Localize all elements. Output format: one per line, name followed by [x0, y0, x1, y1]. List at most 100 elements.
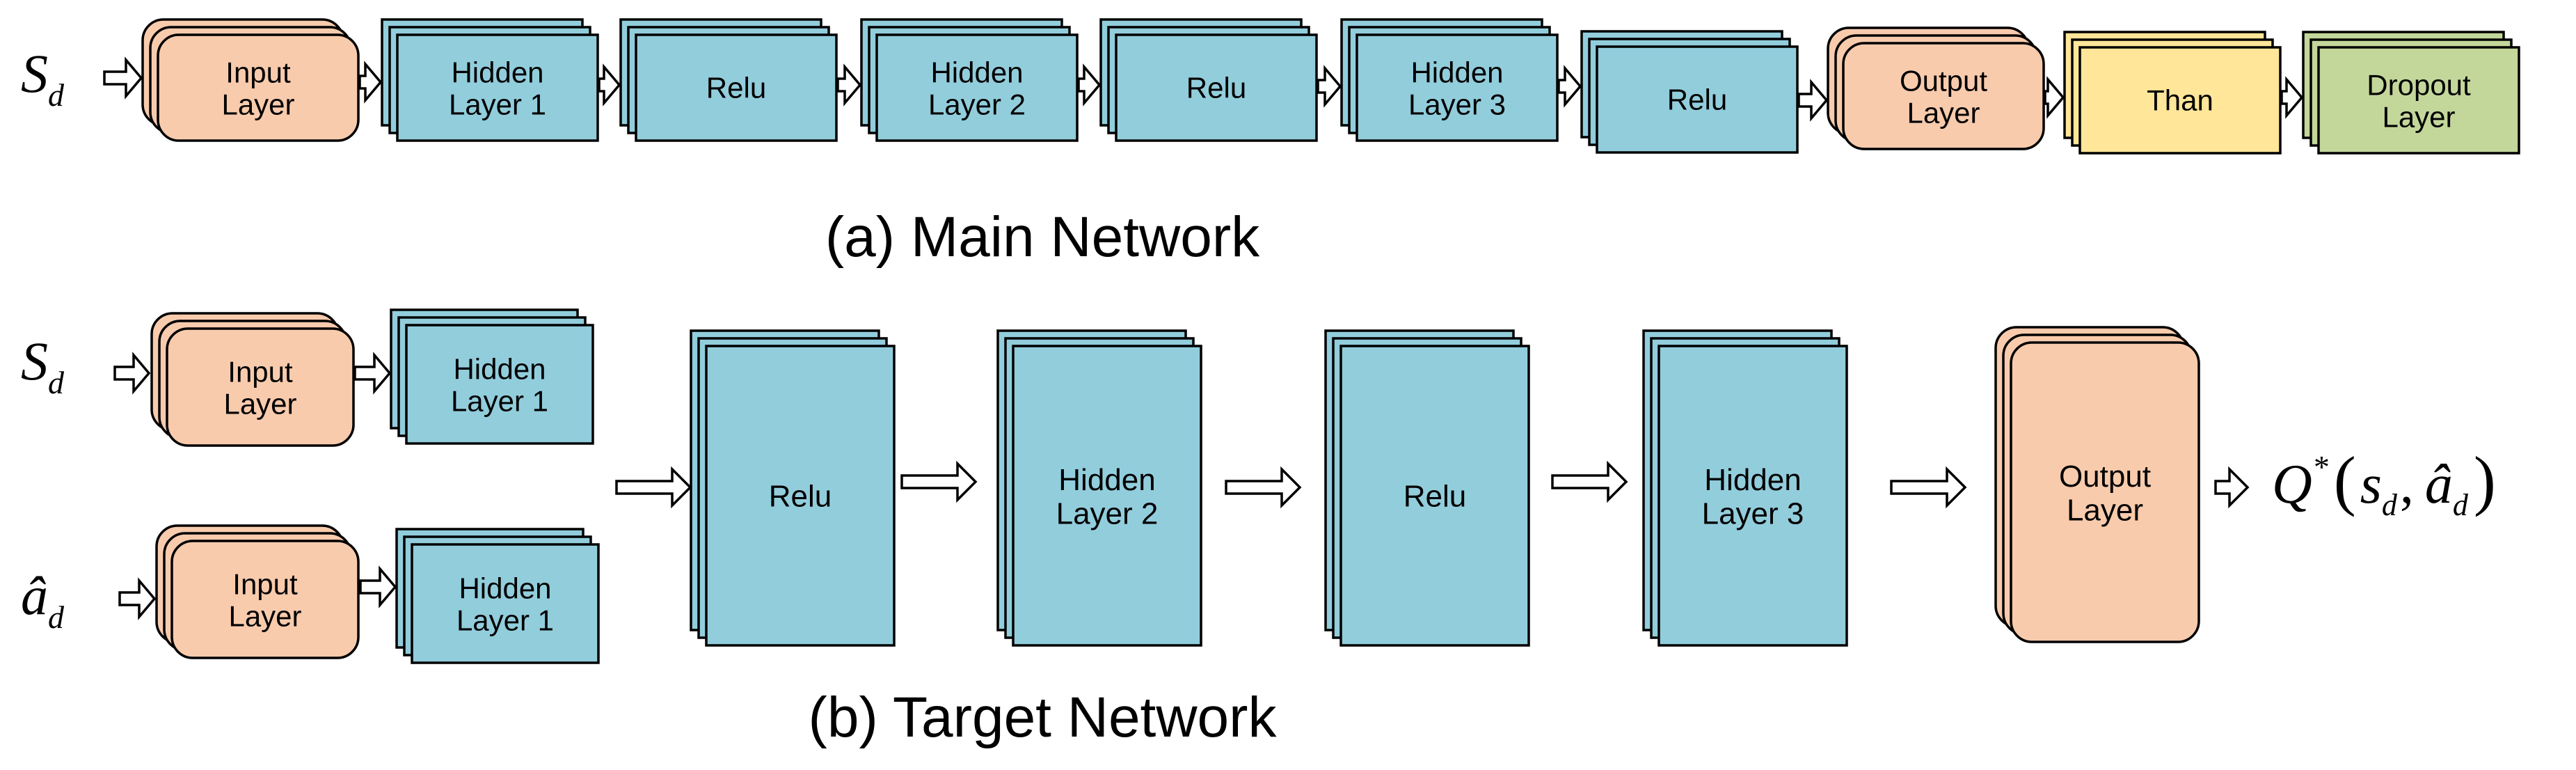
target-block-4-hidden-layer-3-label-line2: Layer 3 — [1702, 496, 1804, 531]
target-arrow-state-hidden — [353, 352, 392, 395]
target-state-input-layer-label-line2: Layer — [223, 388, 296, 421]
target-arrow-output-q — [2214, 466, 2250, 509]
target-state-input-layer-label-line1: Input — [228, 355, 293, 388]
main-block-2-hidden-layer-1-label-line1: Hidden — [451, 56, 543, 88]
main-block-4-hidden-layer-2-layer-3 — [875, 33, 1079, 142]
main-input-symbol: Sd — [21, 43, 65, 113]
target-block-3-relu-label-line1: Relu — [1404, 479, 1467, 513]
main-arrow-1 — [358, 61, 383, 104]
target-block-5-output-layer-layer-3 — [2010, 341, 2200, 643]
target-arrow-to-relu — [615, 466, 692, 509]
main-block-6-hidden-layer-3-layer-3 — [1355, 33, 1559, 142]
target-block-2-hidden-layer-2-label-line2: Layer 2 — [1056, 496, 1159, 531]
target-block-1-relu-label-line1: Relu — [769, 479, 832, 513]
target-action-symbol: âd — [21, 565, 65, 635]
target-arrow-action-hidden — [359, 565, 397, 608]
target-arrow-hidden2-relu — [1225, 466, 1302, 509]
target-arrow-action-in — [118, 577, 157, 620]
target-arrow-hidden3-output — [1890, 466, 1967, 509]
main-block-7-relu-label-line1: Relu — [1667, 84, 1727, 116]
main-block-1-input-layer-label-line2: Layer — [221, 88, 294, 121]
target-block-2-hidden-layer-2-label-line1: Hidden — [1058, 463, 1155, 497]
main-block-3-relu-label-line1: Relu — [706, 72, 766, 104]
main-block-1-input-layer-label-line1: Input — [225, 56, 291, 88]
target-action-hidden-layer-1-label-line1: Hidden — [459, 572, 551, 604]
target-arrow-relu-hidden2 — [900, 460, 978, 503]
target-output-expression: Q*(sd,âd) — [2272, 443, 2496, 522]
target-state-input-layer-layer-3 — [166, 327, 355, 447]
target-block-3-relu: Relu — [1324, 329, 1530, 647]
target-state-hidden-layer-1-label-line1: Hidden — [453, 352, 546, 385]
main-arrows — [103, 56, 2304, 122]
main-block-8-output-layer-label-line1: Output — [1900, 64, 1987, 97]
main-arrow-7 — [1797, 79, 1829, 122]
main-block-7-relu-layer-3 — [1596, 45, 1799, 154]
main-arrow-8 — [2044, 76, 2065, 119]
main-arrow-3 — [836, 63, 862, 107]
main-block-9-than-label-line1: Than — [2147, 84, 2213, 117]
target-block-4-hidden-layer-3-layer-3 — [1657, 345, 1848, 647]
main-block-9-than: Than — [2063, 31, 2282, 155]
main-block-4-hidden-layer-2-label-line1: Hidden — [930, 56, 1023, 88]
target-action-input-layer-label-line1: Input — [232, 567, 298, 600]
target-arrows — [113, 352, 2250, 620]
main-block-5-relu-label-line1: Relu — [1186, 72, 1246, 104]
target-state-symbol: Sd — [21, 331, 65, 400]
target-arrow-relu-hidden3 — [1551, 460, 1628, 503]
target-block-2-hidden-layer-2-layer-3 — [1012, 345, 1202, 647]
main-block-8-output-layer-label-line2: Layer — [1907, 97, 1980, 129]
main-block-8-output-layer-layer-3 — [1842, 42, 2045, 150]
target-arrow-state-in — [113, 352, 151, 395]
target-block-1-relu-layer-3 — [705, 345, 896, 647]
main-block-5-relu: Relu — [1099, 18, 1318, 142]
main-block-7-relu: Relu — [1580, 30, 1799, 154]
main-block-10-dropout-layer-layer-3 — [2317, 46, 2520, 155]
target-action-hidden-layer-1-label-line2: Layer 1 — [456, 604, 554, 637]
main-block-4-hidden-layer-2-label-line2: Layer 2 — [928, 88, 1026, 121]
main-block-3-relu: Relu — [619, 18, 838, 142]
target-action-input-layer-layer-3 — [170, 540, 360, 659]
main-arrow-4 — [1077, 63, 1102, 107]
main-block-5-relu-layer-3 — [1115, 33, 1318, 142]
main-arrow-6 — [1557, 65, 1582, 108]
target-block-3-relu-layer-3 — [1339, 345, 1530, 647]
target-block-5-output-layer-label-line2: Layer — [2067, 493, 2143, 527]
main-arrow-5 — [1317, 65, 1342, 108]
main-block-6-hidden-layer-3-label-line2: Layer 3 — [1408, 88, 1506, 121]
main-network-caption: (a) Main Network — [825, 205, 1260, 269]
target-state-hidden-layer-1-label-line2: Layer 1 — [451, 385, 548, 418]
main-block-10-dropout-layer-label-line1: Dropout — [2367, 68, 2471, 101]
main-block-6-hidden-layer-3-label-line1: Hidden — [1410, 56, 1503, 88]
main-arrow-2 — [598, 63, 621, 107]
main-arrow-9 — [2280, 76, 2304, 119]
main-block-2-hidden-layer-1-layer-3 — [396, 33, 599, 142]
target-block-4-hidden-layer-3-label-line1: Hidden — [1704, 463, 1801, 497]
main-block-10-dropout-layer-label-line2: Layer — [2382, 101, 2455, 134]
main-block-3-relu-layer-3 — [635, 33, 838, 142]
main-arrow-0 — [103, 56, 143, 100]
target-action-hidden-layer-1-layer-3 — [411, 543, 600, 664]
target-network-caption: (b) Target Network — [809, 686, 1278, 749]
target-block-1-relu: Relu — [690, 329, 896, 647]
target-block-5-output-layer-label-line1: Output — [2059, 459, 2151, 494]
main-block-1-input-layer-layer-3 — [157, 33, 360, 142]
main-block-9-than-layer-3 — [2078, 46, 2282, 155]
target-state-hidden-layer-1-layer-3 — [405, 324, 594, 445]
